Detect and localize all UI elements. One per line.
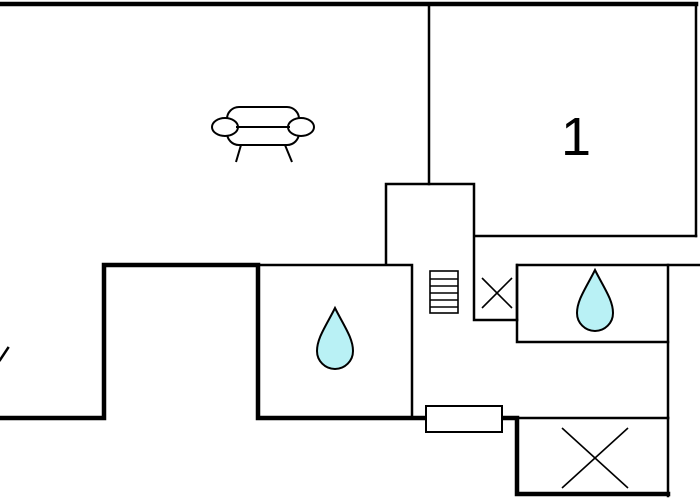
storage-outline-wall xyxy=(500,415,671,497)
bathroom-left-walls xyxy=(258,263,414,420)
water-drop-icon xyxy=(315,305,355,370)
door-swing-mark xyxy=(0,346,10,362)
water-drop-icon xyxy=(575,267,615,332)
stairs-icon xyxy=(429,270,459,314)
counter-icon xyxy=(425,405,503,433)
lower-outline-wall xyxy=(0,262,427,421)
sofa-icon xyxy=(211,106,315,163)
cross-box-icon xyxy=(561,427,629,489)
stair-core-walls xyxy=(384,182,519,322)
cross-box-icon xyxy=(481,277,513,309)
bedroom-label: 1 xyxy=(561,107,591,167)
